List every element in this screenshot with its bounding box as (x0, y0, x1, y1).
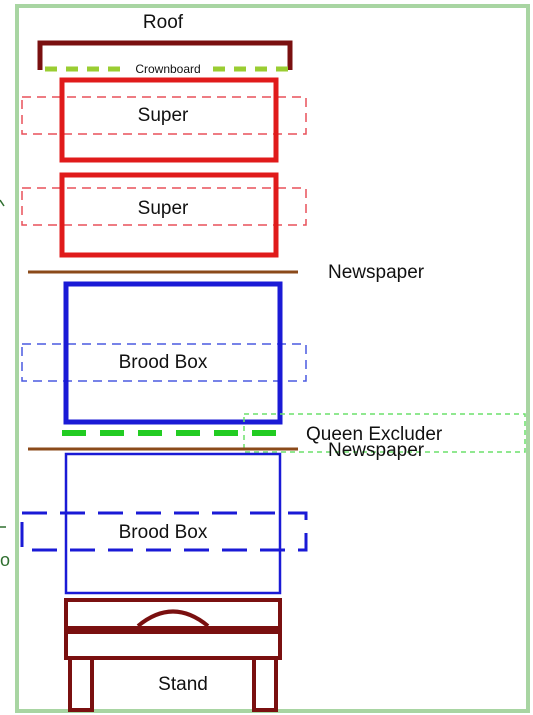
newspaper-1-label: Newspaper (328, 262, 425, 283)
brood-box-2-label: Brood Box (119, 522, 208, 543)
brood-box-1-dashed (21, 343, 307, 382)
edge-mark-text: o (0, 550, 10, 570)
super-1-label: Super (138, 105, 189, 126)
stand-label: Stand (158, 674, 208, 695)
queen-excluder-box (243, 413, 526, 453)
stand-floor (64, 598, 282, 630)
super-2 (59, 172, 279, 258)
stand-leg-right (252, 656, 278, 712)
brood-box-2-dashed (20, 511, 308, 552)
brood-box-2 (64, 452, 282, 595)
brood-box-1 (63, 281, 283, 425)
roof (37, 40, 293, 70)
super-2-dashed (21, 187, 307, 226)
stand-top (64, 630, 282, 660)
newspaper-2-label: Newspaper (328, 440, 425, 461)
edge-mark (0, 199, 5, 207)
stand-entrance (136, 609, 210, 628)
super-1 (59, 77, 279, 163)
frame-border (15, 4, 530, 713)
crownboard-label: Crownboard (135, 62, 200, 76)
brood-box-1-label: Brood Box (119, 352, 208, 373)
queen-excluder-label: Queen Excluder (306, 424, 443, 445)
super-1-dashed (21, 96, 307, 135)
stand-leg-left (68, 656, 94, 712)
crownboard-label-bg (126, 61, 210, 76)
roof-label: Roof (143, 12, 184, 33)
super-2-label: Super (138, 198, 189, 219)
